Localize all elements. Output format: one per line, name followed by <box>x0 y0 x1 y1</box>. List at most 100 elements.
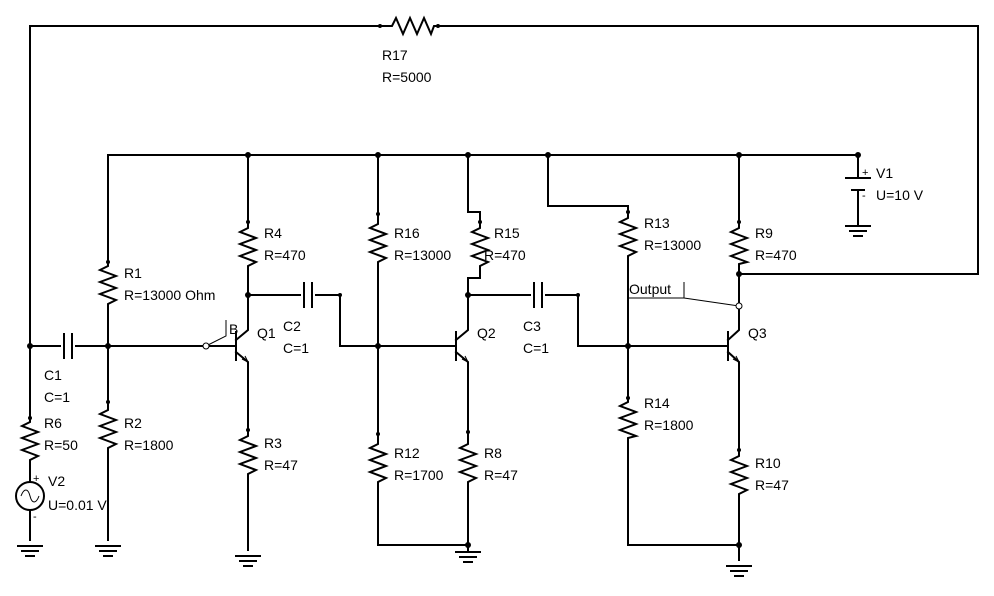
resistor-r16-value: R=13000 <box>394 247 451 263</box>
resistor-r2-body <box>97 401 119 463</box>
ground-icon <box>726 565 752 577</box>
resistor-r10-body <box>728 449 750 497</box>
junction <box>736 271 742 277</box>
resistor-r12-label: R12 <box>394 445 420 461</box>
resistor-r6[interactable]: R6 R=50 <box>19 415 78 463</box>
resistor-r17-value: R=5000 <box>382 69 432 85</box>
dc-source-v1-label: V1 <box>876 165 893 181</box>
resistor-r12-body <box>367 433 389 495</box>
ground-icon <box>17 545 43 557</box>
junction <box>465 152 471 158</box>
junction <box>576 293 580 297</box>
junction <box>245 152 251 158</box>
capacitor-c2[interactable]: C2 C=1 <box>283 282 313 356</box>
v1-plus-sign: + <box>862 167 868 179</box>
transistor-q3-label: Q3 <box>748 325 767 341</box>
resistor-r13-label: R13 <box>644 215 670 231</box>
resistor-r4-label: R4 <box>264 225 282 241</box>
probe-b-label: B <box>229 321 238 337</box>
junction <box>736 542 742 548</box>
resistor-r17-label: R17 <box>382 47 408 63</box>
resistor-r6-label: R6 <box>44 415 62 431</box>
probe-b-pin <box>202 342 210 350</box>
probe-output[interactable]: Output <box>628 281 743 310</box>
junction <box>245 292 251 298</box>
resistor-r16[interactable]: R16 R=13000 <box>367 213 451 275</box>
junction <box>465 292 471 298</box>
resistor-r12[interactable]: R12 R=1700 <box>367 433 444 495</box>
transistor-q2-label: Q2 <box>477 325 496 341</box>
resistor-r17[interactable]: R17 R=5000 <box>379 15 439 85</box>
resistor-r15-body <box>469 221 491 273</box>
junction <box>338 293 342 297</box>
capacitor-c1-label: C1 <box>44 367 62 383</box>
capacitor-c3[interactable]: C3 C=1 <box>523 282 549 356</box>
v2-plus-sign: + <box>33 473 39 485</box>
resistor-r1-value: R=13000 Ohm <box>124 287 215 303</box>
resistor-r12-value: R=1700 <box>394 467 444 483</box>
resistor-r1-label: R1 <box>124 265 142 281</box>
resistor-r17-body <box>379 15 439 37</box>
resistor-r13-body <box>617 211 639 263</box>
ground-icon <box>235 555 261 567</box>
resistor-r8-label: R8 <box>484 445 502 461</box>
resistor-r9-value: R=470 <box>755 247 797 263</box>
resistor-r16-label: R16 <box>394 225 420 241</box>
resistor-r13-value: R=13000 <box>644 237 701 253</box>
junction <box>545 152 551 158</box>
resistor-r9[interactable]: R9 R=470 <box>728 221 797 267</box>
probe-output-pin <box>735 302 743 310</box>
capacitor-c2-label: C2 <box>283 318 301 334</box>
ac-source-v2[interactable]: + - V2 U=0.01 V <box>15 473 107 523</box>
transistor-q1[interactable]: Q1 <box>219 311 276 379</box>
ground-icon <box>95 545 121 557</box>
resistor-r16-body <box>367 213 389 275</box>
ground-icon <box>455 544 481 563</box>
resistor-r4[interactable]: R4 R=470 <box>237 221 306 271</box>
transistor-q2-body <box>439 311 469 379</box>
junction <box>27 343 33 349</box>
capacitor-c1[interactable]: C1 C=1 <box>44 333 73 405</box>
junction <box>625 343 631 349</box>
probe-b-lead <box>205 320 227 347</box>
probe-b[interactable]: B <box>202 320 238 350</box>
resistor-r8-body <box>457 431 479 493</box>
resistor-r14[interactable]: R14 R=1800 <box>617 395 694 441</box>
resistor-r10[interactable]: R10 R=47 <box>728 449 789 497</box>
resistor-r9-body <box>728 221 751 267</box>
resistor-r14-label: R14 <box>644 395 670 411</box>
capacitor-c1-plates <box>63 333 73 359</box>
capacitor-c3-value: C=1 <box>523 340 549 356</box>
resistor-r8-value: R=47 <box>484 467 518 483</box>
transistor-q3-emitter-arrow <box>732 355 741 364</box>
junction <box>736 152 742 158</box>
resistor-r8[interactable]: R8 R=47 <box>457 431 518 493</box>
resistor-r2-label: R2 <box>124 415 142 431</box>
transistor-q3-body <box>715 311 740 379</box>
resistor-r9-label: R9 <box>755 225 773 241</box>
junction <box>105 343 111 349</box>
transistor-q2[interactable]: Q2 <box>439 311 496 379</box>
dc-source-v1-value: U=10 V <box>876 187 924 203</box>
transistor-q3[interactable]: Q3 <box>715 311 767 379</box>
wires <box>29 25 979 561</box>
v1-minus-sign: - <box>862 190 866 202</box>
dc-source-v1-plates <box>845 177 871 227</box>
resistor-r2-value: R=1800 <box>124 437 174 453</box>
resistor-r15-label: R15 <box>494 225 520 241</box>
resistor-r3[interactable]: R3 R=47 <box>237 429 298 481</box>
resistor-r6-body <box>19 417 41 463</box>
transistor-q1-body <box>219 311 249 379</box>
transistor-q2-emitter-arrow <box>461 355 470 364</box>
resistor-r3-label: R3 <box>264 435 282 451</box>
dc-source-v1[interactable]: + - V1 U=10 V <box>845 165 924 227</box>
capacitor-c2-value: C=1 <box>283 340 309 356</box>
resistor-r15[interactable]: R15 R=470 <box>469 221 526 273</box>
resistor-r13[interactable]: R13 R=13000 <box>617 211 701 263</box>
capacitor-c3-plates <box>533 282 543 308</box>
resistor-r1[interactable]: R1 R=13000 Ohm <box>97 261 215 311</box>
ground-icon <box>845 225 871 237</box>
resistor-r2[interactable]: R2 R=1800 <box>97 401 174 463</box>
capacitor-c2-plates <box>303 282 313 308</box>
